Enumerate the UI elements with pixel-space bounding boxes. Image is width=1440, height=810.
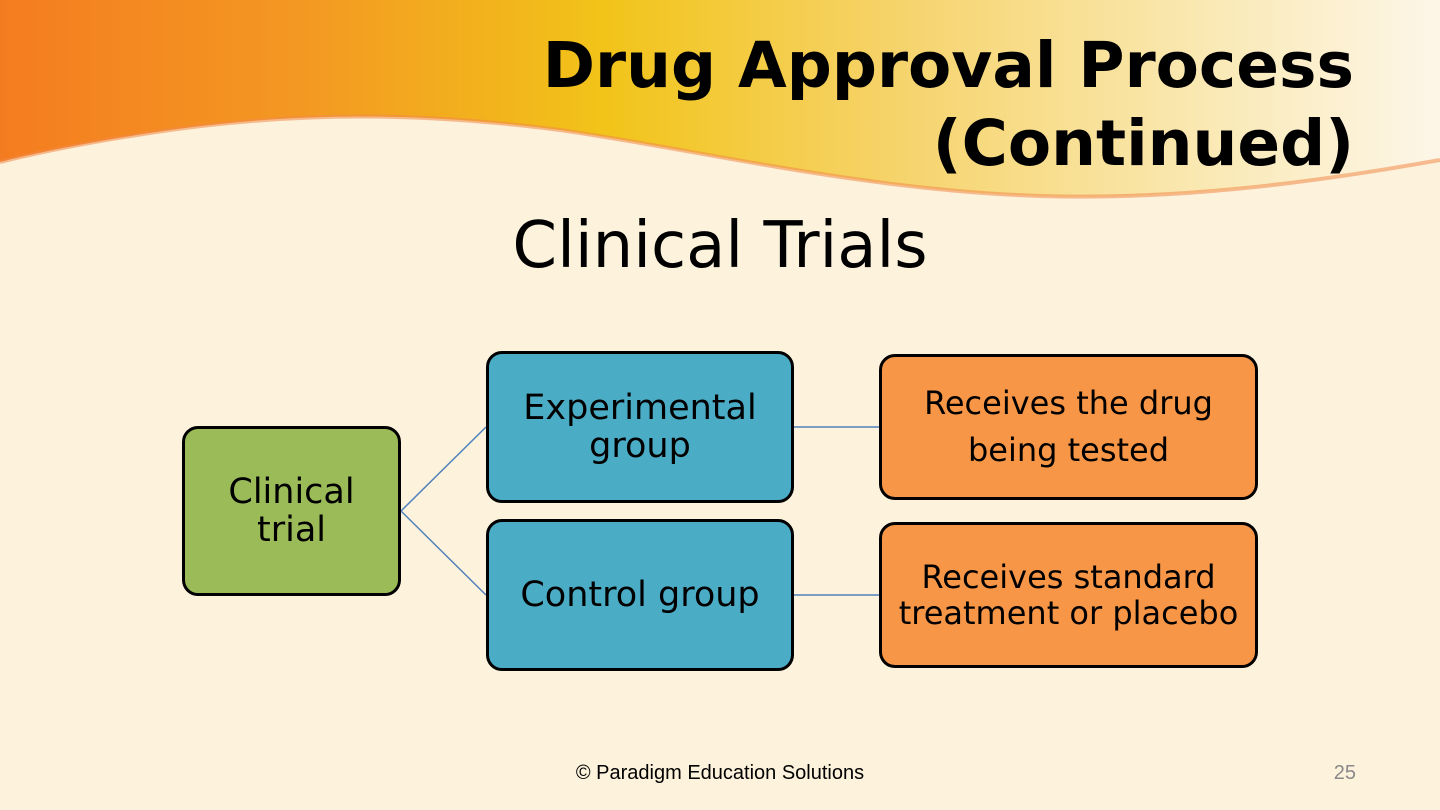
slide-subtitle: Clinical Trials: [512, 209, 928, 283]
control-group-node: Control group: [486, 519, 794, 671]
clinical-trial-label: Clinical trial: [228, 472, 355, 550]
slide-title-line-2: (Continued): [932, 107, 1354, 180]
footer-copyright: © Paradigm Education Solutions: [575, 762, 865, 784]
control-outcome-label: Receives standard treatment or placebo: [898, 558, 1239, 632]
control-group-label: Control group: [520, 575, 760, 615]
banner-edge-line: [0, 114, 1440, 199]
experimental-group-label: Experimental group: [523, 388, 757, 466]
experimental-outcome-label: Receives the drug being tested: [924, 384, 1213, 469]
connector-root-to-control: [400, 510, 487, 596]
slide-title-line-1: Drug Approval Process: [542, 29, 1354, 102]
connector-root-to-experimental: [400, 426, 487, 512]
control-outcome-node: Receives standard treatment or placebo: [879, 522, 1258, 668]
clinical-trial-node: Clinical trial: [182, 426, 401, 596]
slide-number: 25: [1333, 762, 1356, 784]
banner-shape: [0, 0, 1440, 197]
experimental-group-node: Experimental group: [486, 351, 794, 503]
experimental-outcome-node: Receives the drug being tested: [879, 354, 1258, 500]
